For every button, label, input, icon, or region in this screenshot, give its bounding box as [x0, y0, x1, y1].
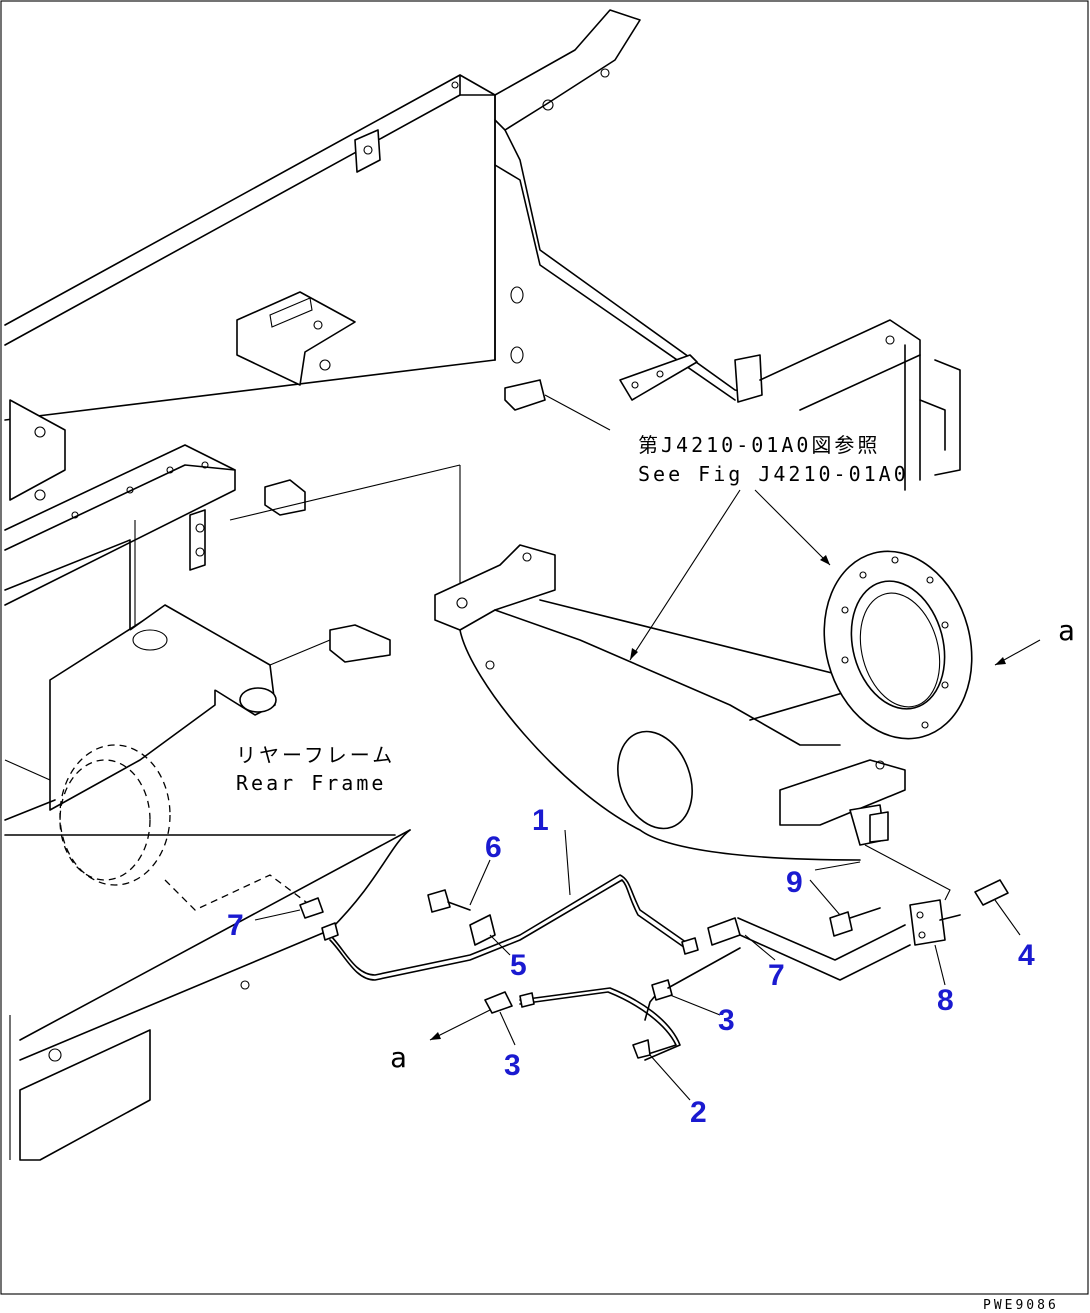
see-fig-note-jp: 第J4210-01A0図参照: [638, 433, 880, 457]
callout-2: 2: [690, 1096, 707, 1129]
callout-7-right: 7: [768, 959, 785, 992]
callout-4: 4: [1018, 939, 1035, 972]
drawing-code: PWE9086: [983, 1298, 1059, 1313]
rear-frame-label-jp: リヤーフレーム: [236, 743, 395, 767]
annotations: 第J4210-01A0図参照 See Fig J4210-01A0 リヤーフレー…: [236, 433, 1075, 1313]
axle-support: [434, 544, 973, 861]
callout-6: 6: [485, 831, 502, 864]
callout-9: 9: [786, 866, 803, 899]
hose-piping: [299, 829, 1009, 1061]
callout-3-right: 3: [718, 1004, 735, 1037]
ref-a-right: a: [1058, 614, 1075, 647]
callout-5: 5: [510, 949, 527, 982]
callout-numbers: 1 2 3 3 4 5 6 7 7 8 9: [227, 804, 1035, 1129]
rear-frame-label-en: Rear Frame: [236, 771, 386, 795]
callout-7-left: 7: [227, 909, 244, 942]
ref-a-left: a: [390, 1041, 407, 1074]
callout-1: 1: [532, 804, 549, 837]
rear-frame: [4, 74, 496, 1161]
callout-3-left: 3: [504, 1049, 521, 1082]
see-fig-note-en: See Fig J4210-01A0: [638, 462, 909, 486]
rear-crossmember: [494, 9, 961, 491]
callout-8: 8: [937, 984, 954, 1017]
leader-lines: [254, 489, 1041, 1101]
